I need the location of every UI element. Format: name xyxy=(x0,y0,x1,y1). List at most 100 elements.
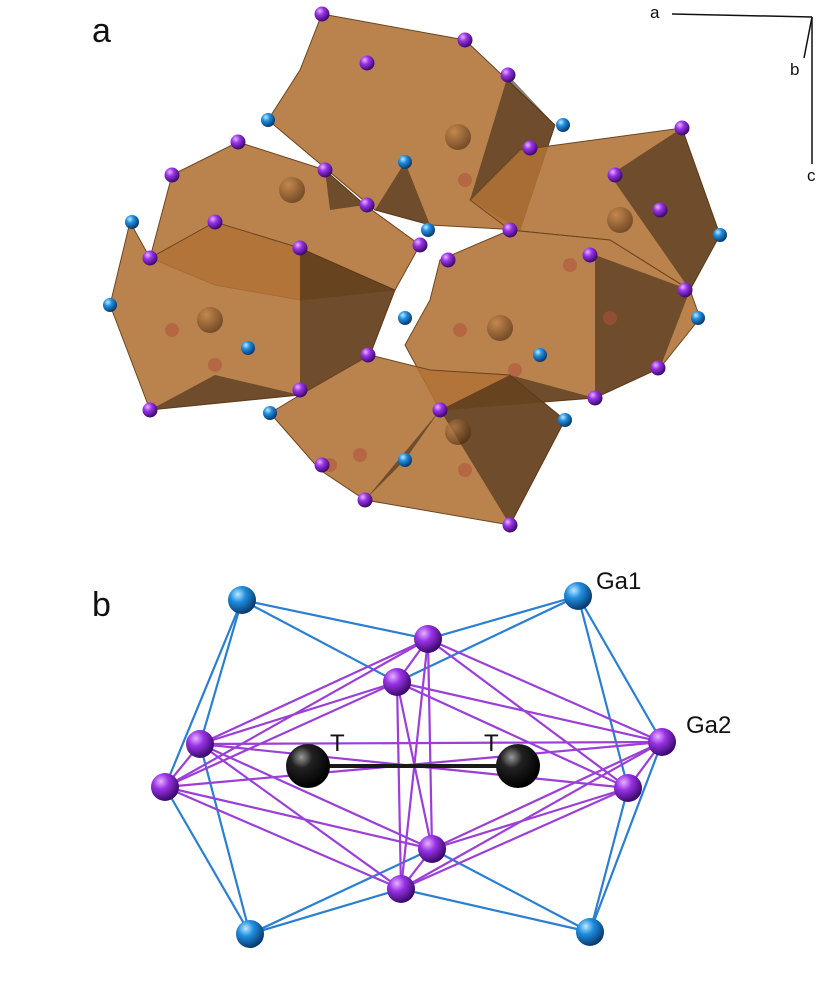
polyhedron-6-shadow-facet-1 xyxy=(440,375,565,525)
polyhedron-3-shadow-facet-1 xyxy=(300,248,395,395)
ga1-ga2-bond-5 xyxy=(427,594,579,641)
ga2-atom-a-24 xyxy=(587,390,603,406)
axis-a-label: a xyxy=(650,3,660,22)
ga2-atom-b-5 xyxy=(648,728,676,756)
ga2-atom-a-11 xyxy=(292,240,308,256)
ga1-atom-b-1 xyxy=(228,586,256,614)
axis-c-label: c xyxy=(807,166,816,185)
interior-atom-5 xyxy=(508,363,522,377)
ga2-atom-a-13 xyxy=(502,222,518,238)
polyhedron-3-shadow-facet-2 xyxy=(150,375,300,410)
ga2-atom-a-5 xyxy=(230,134,246,150)
ga1-atom-a-5 xyxy=(421,223,435,237)
ga1-atom-a-9 xyxy=(691,311,705,325)
axis-triad xyxy=(671,13,813,164)
ga1-atom-label: Ga1 xyxy=(596,568,642,595)
ga2-atom-a-21 xyxy=(142,402,158,418)
polyhedron-atoms xyxy=(151,582,676,948)
ga2-ga2-bond-21 xyxy=(431,786,629,851)
polyhedron-5-center-atom xyxy=(487,315,513,341)
ga2-ga2-bond-2 xyxy=(199,638,429,745)
ga2-atom-a-12 xyxy=(412,237,428,253)
ga2-atom-a-15 xyxy=(674,120,690,136)
ga1-ga2-bond-15 xyxy=(431,848,591,933)
ga1-ga2-bond-13 xyxy=(588,741,664,933)
polyhedron-1-shadow-facet-2 xyxy=(375,162,430,225)
t-atom-2 xyxy=(496,744,540,788)
ga2-atom-a-14 xyxy=(607,167,623,183)
axis-b-line xyxy=(803,16,813,59)
ga1-ga2-bond-11 xyxy=(249,848,433,935)
polyhedron-6-center-atom xyxy=(445,419,471,445)
ga2-ga2-bond-12 xyxy=(199,740,663,746)
ga2-atom-a-3 xyxy=(500,67,516,83)
ga1-ga2-bond-1 xyxy=(241,598,429,641)
interior-atom-7 xyxy=(353,448,367,462)
ga1-atom-a-2 xyxy=(398,155,412,169)
ga1-atom-a-14 xyxy=(558,413,572,427)
ga1-atom-a-12 xyxy=(263,406,277,420)
polyhedron-2-shadow-facet-2 xyxy=(325,170,365,210)
ga2-atom-a-23 xyxy=(432,402,448,418)
ga2-ga2-bond-20 xyxy=(400,741,663,890)
ga2-atom-a-2 xyxy=(457,32,473,48)
ga2-ga2-bond-22 xyxy=(400,786,629,891)
polyhedra-cluster xyxy=(103,6,727,533)
ga2-ga2-bond-3 xyxy=(427,637,663,744)
ga2-ga2-bond-13 xyxy=(199,742,433,851)
ga2-ga2-bond-16 xyxy=(164,785,402,891)
ga2-atom-a-8 xyxy=(359,197,375,213)
panel-label-b: b xyxy=(92,586,111,624)
polyhedron-5-shadow-facet-1 xyxy=(595,255,690,398)
ga2-atom-b-1 xyxy=(414,625,442,653)
ga2-atom-a-4 xyxy=(359,55,375,71)
interior-atom-4 xyxy=(453,323,467,337)
ga2-atom-a-25 xyxy=(650,360,666,376)
ga2-ga2-bond-14 xyxy=(199,743,402,890)
ga2-atom-a-18 xyxy=(440,252,456,268)
ga2-atom-a-28 xyxy=(502,517,518,533)
ga1-ga2-bond-4 xyxy=(163,599,244,788)
polyhedron-3-center-atom xyxy=(197,307,223,333)
ga1-atom-a-8 xyxy=(713,228,727,242)
ga2-atom-b-7 xyxy=(418,835,446,863)
ga2-atom-a-17 xyxy=(582,247,598,263)
ga2-atom-a-22 xyxy=(360,347,376,363)
ga2-ga2-bond-7 xyxy=(164,680,398,789)
ga1-ga2-bond-14 xyxy=(588,787,630,933)
ga1-atom-b-2 xyxy=(564,582,592,610)
ga2-atom-a-10 xyxy=(142,250,158,266)
ga1-atom-a-3 xyxy=(556,118,570,132)
ga1-ga2-bond-10 xyxy=(164,786,251,935)
ga1-atom-a-11 xyxy=(398,311,412,325)
ga1-atom-b-3 xyxy=(236,920,264,948)
ga2-ga2-bond-25 xyxy=(164,638,429,788)
ga2-atom-a-29 xyxy=(522,140,538,156)
polyhedron-2-center-atom xyxy=(279,177,305,203)
ga1-ga2-bond-12 xyxy=(249,887,402,936)
ga2-ga2-bond-8 xyxy=(396,681,629,789)
polyhedron-4-center-atom xyxy=(607,207,633,233)
ga2-atom-b-8 xyxy=(387,875,415,903)
t-atom-label-right: T xyxy=(484,730,499,757)
t-atom-label-left: T xyxy=(330,730,345,757)
ga2-atom-a-27 xyxy=(357,492,373,508)
polyhedron-1-center-atom xyxy=(445,124,471,150)
ga2-atom-b-2 xyxy=(383,668,411,696)
interior-atom-8 xyxy=(458,463,472,477)
ga2-atom-a-6 xyxy=(164,167,180,183)
ga1-atom-b-4 xyxy=(576,918,604,946)
ga2-ga2-bond-19 xyxy=(431,741,663,850)
axis-b-label: b xyxy=(790,60,800,79)
interior-atom-2 xyxy=(165,323,179,337)
interior-atom-1 xyxy=(458,173,472,187)
panel-label-a: a xyxy=(92,12,111,50)
ga2-atom-a-16 xyxy=(652,202,668,218)
ga1-atom-a-6 xyxy=(103,298,117,312)
ga2-atom-a-19 xyxy=(677,282,693,298)
ga2-atom-b-6 xyxy=(614,774,642,802)
ga2-atom-a-26 xyxy=(314,457,330,473)
ga1-ga2-bond-6 xyxy=(396,595,579,683)
ga2-ga2-bond-26 xyxy=(396,680,663,744)
ga2-atom-a-9 xyxy=(207,214,223,230)
